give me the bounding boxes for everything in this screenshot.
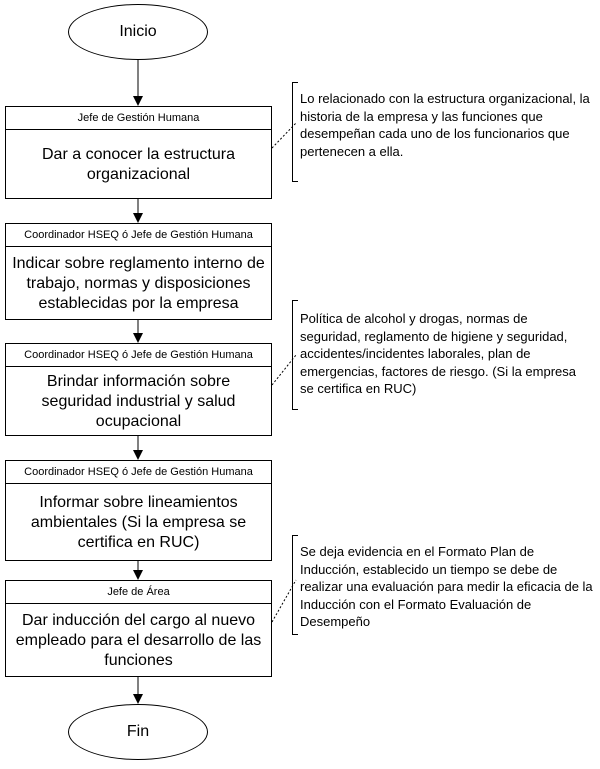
end-label: Fin	[126, 723, 150, 740]
step-1: Jefe de Gestión Humana Dar a conocer la …	[5, 106, 272, 199]
note-2-bracket	[292, 300, 298, 410]
step-3: Coordinador HSEQ ó Jefe de Gestión Human…	[5, 343, 272, 436]
step-1-text: Dar a conocer la estructura organizacion…	[42, 146, 235, 183]
step-3-text: Brindar información sobre seguridad indu…	[41, 373, 236, 430]
step-2-role: Coordinador HSEQ ó Jefe de Gestión Human…	[6, 224, 271, 247]
step-2-text: Indicar sobre reglamento interno de trab…	[12, 255, 265, 312]
end-terminal: Fin	[68, 704, 208, 760]
note-3-bracket	[292, 535, 298, 635]
step-3-role: Coordinador HSEQ ó Jefe de Gestión Human…	[6, 344, 271, 367]
start-terminal: Inicio	[68, 4, 208, 60]
step-4-text: Informar sobre lineamientos ambientales …	[30, 494, 247, 551]
step-5-role: Jefe de Área	[6, 581, 271, 604]
step-5-text: Dar inducción del cargo al nuevo emplead…	[15, 612, 262, 669]
step-2: Coordinador HSEQ ó Jefe de Gestión Human…	[5, 223, 272, 320]
step-1-role: Jefe de Gestión Humana	[6, 107, 271, 130]
step-5: Jefe de Área Dar inducción del cargo al …	[5, 580, 272, 677]
start-label: Inicio	[119, 23, 157, 40]
note-3: Se deja evidencia en el Formato Plan de …	[300, 544, 593, 629]
note-1: Lo relacionado con la estructura organiz…	[300, 91, 590, 159]
step-4: Coordinador HSEQ ó Jefe de Gestión Human…	[5, 460, 272, 561]
note-1-bracket	[292, 82, 298, 182]
note-2: Política de alcohol y drogas, normas de …	[300, 311, 577, 396]
step-4-role: Coordinador HSEQ ó Jefe de Gestión Human…	[6, 461, 271, 484]
